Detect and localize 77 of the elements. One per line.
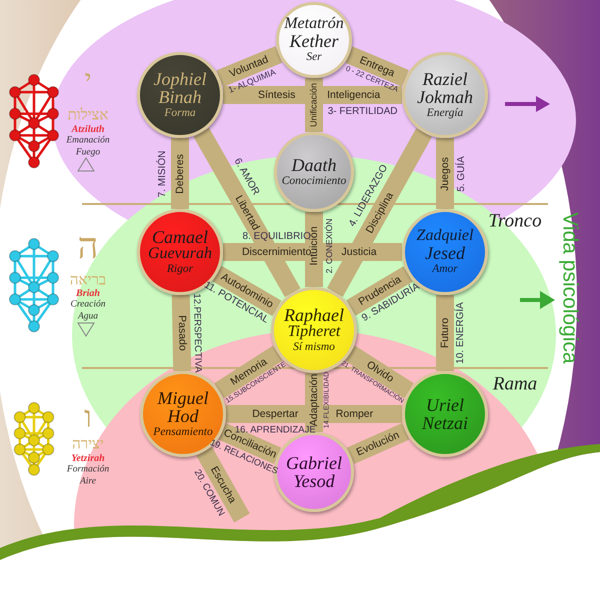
- circle-text: Jokmah: [417, 88, 473, 106]
- circle-text: Daath: [292, 156, 336, 174]
- circle-text: Miguel: [158, 389, 208, 408]
- circle-text: Ser: [306, 52, 322, 64]
- circle-text: Energía: [426, 108, 464, 120]
- circle-text: Forma: [164, 108, 196, 120]
- circle-text: Kether: [290, 32, 338, 50]
- element-name: Aire: [80, 477, 96, 487]
- path-bar: [305, 212, 323, 287]
- world-meaning: Formación: [66, 465, 110, 475]
- path-label: Futuro: [440, 318, 450, 348]
- circle-text: Netzai: [422, 414, 468, 432]
- path-bar: [172, 294, 192, 372]
- circle-text: Tipheret: [288, 324, 340, 340]
- circle-text: Conocimiento: [282, 176, 346, 188]
- path-label: Justicia: [342, 246, 377, 258]
- path-bar: [226, 405, 402, 423]
- path-number: 3- FERTILIDAD: [328, 107, 398, 117]
- path-number: 2. CONEXIÓN: [324, 218, 334, 274]
- side-label: Vida psicológica: [560, 212, 580, 364]
- path-bar: [223, 86, 402, 104]
- path-number: 7. MISIÓN: [158, 150, 168, 197]
- path-label: Deberes: [174, 154, 186, 194]
- circle-text: Raziel: [422, 70, 468, 88]
- path-label: Pasado: [176, 315, 188, 351]
- circle-text: Rigor: [166, 264, 194, 276]
- path-bar: [305, 373, 323, 432]
- path-bar: [436, 138, 454, 209]
- level-label: Rama: [492, 374, 538, 394]
- circle-text: Jophiel: [154, 70, 206, 88]
- path-bar: [327, 128, 432, 297]
- hebrew-letter: י: [84, 67, 92, 93]
- hebrew-word: יצירה: [72, 438, 104, 452]
- circle-text: Binah: [158, 88, 202, 106]
- path-number: 8. EQUILIBRIO: [242, 232, 311, 242]
- path-label: Unificación: [310, 82, 318, 128]
- element-name: Fuego: [76, 148, 100, 158]
- element-name: Agua: [78, 312, 98, 322]
- path-label: Adaptación: [308, 373, 320, 426]
- circle-text: Yesod: [293, 472, 335, 490]
- path-number: 10. ENERGÍA: [456, 302, 466, 364]
- path-bar: [305, 78, 323, 132]
- circle-text: Camael: [152, 228, 208, 246]
- circle-text: Raphael: [284, 306, 344, 324]
- path-bar: [196, 446, 250, 522]
- path-label: Síntesis: [258, 90, 296, 100]
- hebrew-word: אצילות: [68, 108, 108, 124]
- circle-text: Gabriel: [286, 454, 342, 472]
- circle-text: Uriel: [426, 396, 464, 414]
- path-bar: [436, 295, 454, 371]
- path-bar: [346, 423, 410, 464]
- path-number: 12.PERSPECTIVA: [192, 293, 203, 372]
- world-meaning: Creación: [70, 300, 106, 310]
- path-label: Inteligencia: [327, 90, 380, 100]
- circle-text: Jesed: [425, 244, 465, 262]
- circle-text: Amor: [432, 264, 458, 276]
- circle-text: Sí mismo: [293, 342, 335, 354]
- hebrew-letter: ו: [84, 403, 92, 433]
- circle-text: Hod: [168, 407, 198, 426]
- path-label: Romper: [336, 408, 374, 420]
- circle-text: Pensamiento: [153, 427, 213, 439]
- level-label: Tronco: [488, 212, 542, 230]
- circle-text: Guevurah: [148, 246, 212, 262]
- world-name: Atziluth: [72, 125, 104, 135]
- circle-text: Zadquiel: [416, 228, 474, 244]
- path-label: Juegos: [440, 156, 450, 190]
- path-label: Despertar: [252, 408, 298, 420]
- path-bar: [171, 138, 189, 209]
- circle-text: Metatrón: [284, 16, 344, 32]
- path-number: 5. GUÍA: [457, 156, 467, 192]
- world-name: Briah: [76, 289, 100, 299]
- world-meaning: Emanación: [66, 136, 110, 146]
- world-name: Yetzirah: [71, 454, 105, 464]
- path-bar: [216, 46, 282, 87]
- path-label: Discernimiento: [242, 246, 312, 258]
- path-bar: [346, 46, 409, 87]
- hebrew-letter: ה: [78, 228, 98, 264]
